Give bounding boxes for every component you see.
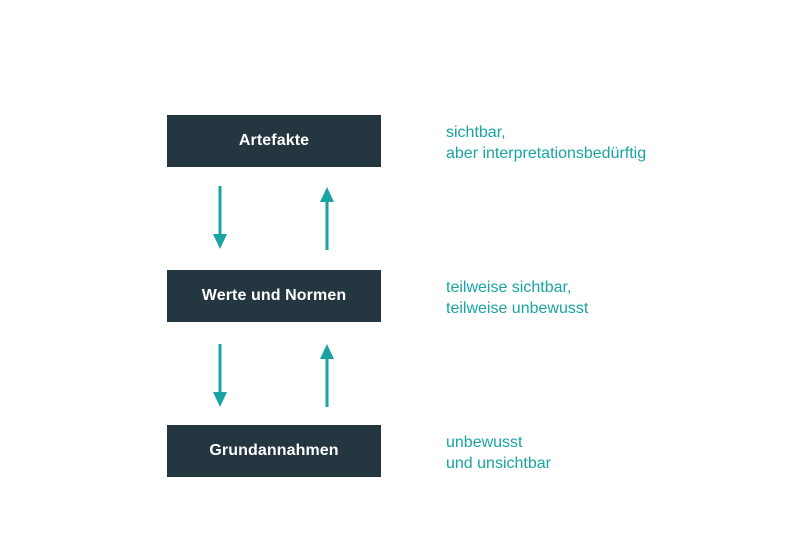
description-line: sichtbar, [446, 124, 506, 141]
level-label-werte-und-normen: Werte und Normen [201, 287, 347, 304]
description-grundannahmen: unbewusst und unsichtbar [446, 432, 551, 474]
description-werte-und-normen: teilweise sichtbar, teilweise unbewusst [446, 277, 588, 319]
arrow-up-werte-to-artefakte [320, 187, 334, 250]
arrow-down-werte-to-grundannahmen [213, 344, 227, 407]
level-label-grundannahmen: Grundannahmen [209, 442, 339, 459]
level-box-werte-und-normen: Werte und Normen [167, 270, 381, 322]
description-line: und unsichtbar [446, 455, 551, 472]
description-line: unbewusst [446, 434, 523, 451]
arrow-up-grundannahmen-to-werte [320, 344, 334, 407]
description-artefakte: sichtbar, aber interpretationsbedürftig [446, 122, 646, 164]
level-box-grundannahmen: Grundannahmen [167, 425, 381, 477]
level-box-artefakte: Artefakte [167, 115, 381, 167]
description-line: teilweise sichtbar, [446, 279, 572, 296]
level-label-artefakte: Artefakte [238, 132, 310, 149]
arrow-down-artefakte-to-werte [213, 186, 227, 249]
description-line: aber interpretationsbedürftig [446, 145, 647, 162]
description-line: teilweise unbewusst [446, 300, 589, 317]
